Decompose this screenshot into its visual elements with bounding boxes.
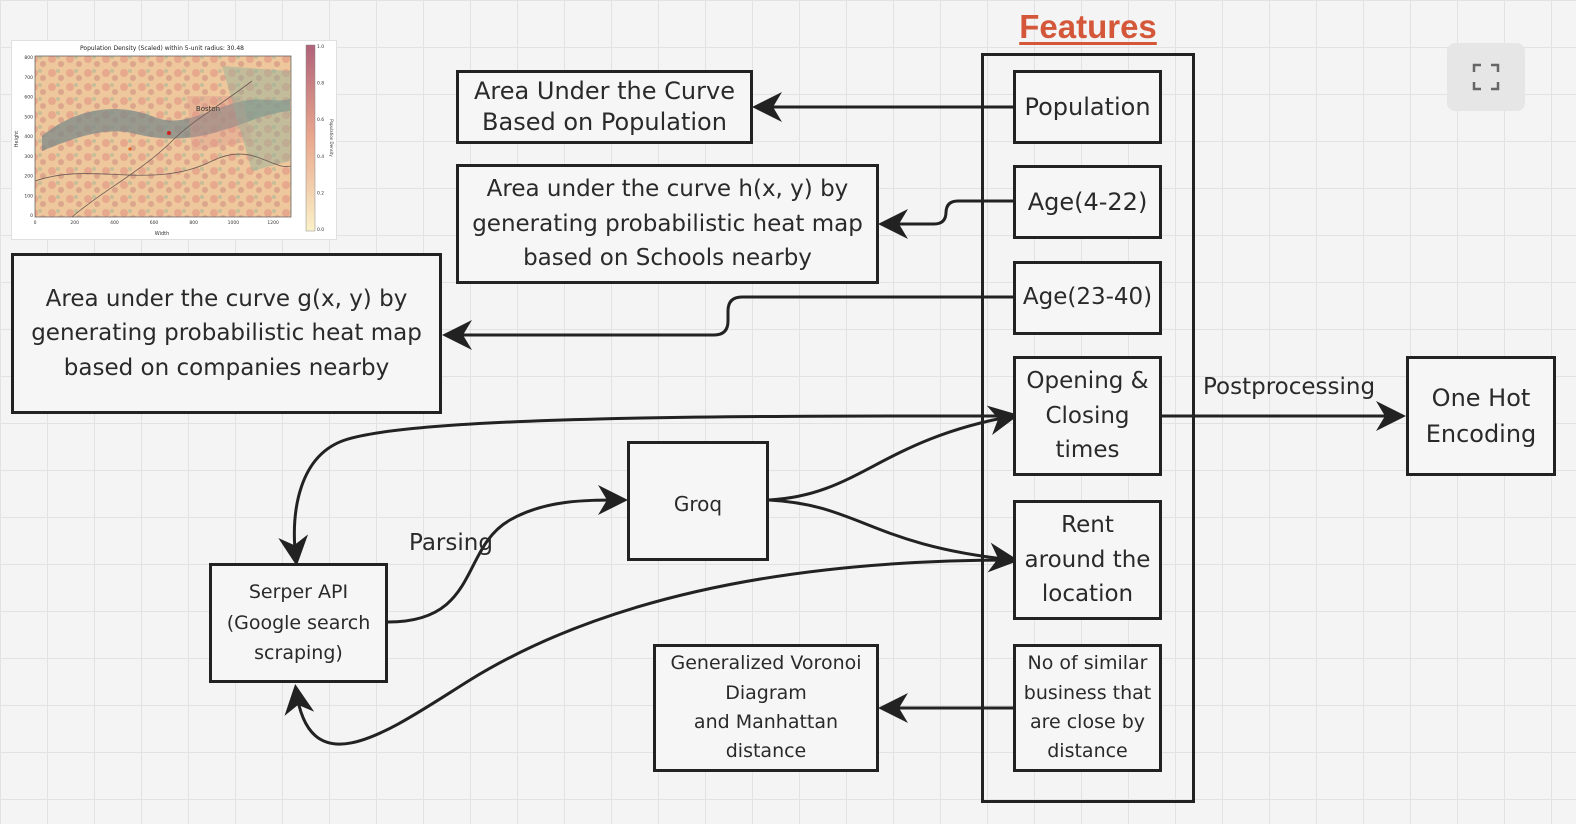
auc-schools-node[interactable]: Area under the curve h(x, y) by generati… (456, 164, 879, 284)
thumbnail-y-ticks: 800 700 600 500 400 300 200 100 0 (24, 55, 33, 219)
thumbnail-y-tick: 100 (24, 193, 33, 199)
feature-opening-closing-times[interactable]: Opening & Closing times (1013, 356, 1162, 476)
edge-groq-to-opening (768, 405, 1019, 502)
edge-groq-to-rent (768, 498, 1019, 573)
thumbnail-title: Population Density (Scaled) within 5-uni… (80, 45, 244, 52)
thumbnail-colorbar-label: Population Density (329, 119, 334, 157)
thumbnail-x-tick: 1000 (228, 220, 240, 226)
thumbnail-y-tick: 400 (24, 134, 33, 140)
thumbnail-colorbar (305, 44, 316, 232)
thumbnail-x-tick: 600 (150, 220, 159, 226)
thumbnail-map-label: Boston (196, 105, 220, 113)
thumbnail-colorbar-tick: 1.0 (317, 44, 324, 50)
one-hot-encoding-node[interactable]: One Hot Encoding (1406, 356, 1556, 476)
features-frame[interactable] (981, 53, 1195, 803)
thumbnail-colorbar-tick: 0.4 (317, 154, 324, 160)
edge-label-postprocessing: Postprocessing (1203, 374, 1376, 400)
fullscreen-icon (1472, 63, 1500, 91)
heatmap-thumbnail[interactable]: Population Density (Scaled) within 5-uni… (11, 40, 337, 240)
thumbnail-colorbar-tick: 0.6 (317, 117, 324, 123)
thumbnail-x-tick: 400 (110, 220, 119, 226)
auc-population-node[interactable]: Area Under the Curve Based on Population (456, 70, 753, 144)
thumbnail-x-tick: 800 (189, 220, 198, 226)
feature-population[interactable]: Population (1013, 70, 1162, 144)
thumbnail-x-label: Width (155, 231, 170, 237)
feature-age-23-40[interactable]: Age(23-40) (1013, 261, 1162, 335)
thumbnail-x-tick: 1200 (267, 220, 279, 226)
thumbnail-y-tick: 700 (24, 75, 33, 81)
edge-label-parsing: Parsing (409, 530, 493, 556)
voronoi-node[interactable]: Generalized Voronoi Diagram and Manhatta… (653, 644, 879, 772)
thumbnail-x-tick: 0 (34, 220, 37, 226)
thumbnail-colorbar-tick: 0.8 (317, 81, 324, 87)
thumbnail-colorbar-tick: 0.2 (317, 190, 324, 196)
thumbnail-colorbar-ticks: 1.0 0.8 0.6 0.4 0.2 0.0 (317, 44, 324, 233)
groq-node[interactable]: Groq (627, 441, 769, 561)
thumbnail-y-tick: 800 (24, 55, 33, 61)
features-title: Features (1019, 8, 1157, 45)
thumbnail-y-tick: 0 (30, 213, 33, 219)
edge-age-23-40-to-auc-g (442, 295, 1013, 350)
thumbnail-y-tick: 600 (24, 95, 33, 101)
feature-age-4-22[interactable]: Age(4-22) (1013, 165, 1162, 239)
fullscreen-button[interactable] (1447, 43, 1525, 111)
thumbnail-x-ticks: 0 200 400 600 800 1000 1200 (34, 220, 279, 226)
feature-similar-business[interactable]: No of similar business that are close by… (1013, 644, 1162, 772)
thumbnail-y-tick: 300 (24, 154, 33, 160)
auc-companies-node[interactable]: Area under the curve g(x, y) by generati… (11, 253, 442, 414)
thumbnail-y-label: Height (14, 131, 20, 148)
thumbnail-y-tick: 500 (24, 114, 33, 120)
thumbnail-colorbar-tick: 0.0 (317, 227, 324, 233)
thumbnail-x-tick: 200 (70, 220, 79, 226)
thumbnail-y-tick: 200 (24, 174, 33, 180)
heatmap-image: Population Density (Scaled) within 5-uni… (14, 44, 334, 237)
feature-rent-around-location[interactable]: Rent around the location (1013, 500, 1162, 620)
edge-serper-to-groq (387, 485, 628, 624)
serper-api-node[interactable]: Serper API (Google search scraping) (209, 563, 388, 683)
